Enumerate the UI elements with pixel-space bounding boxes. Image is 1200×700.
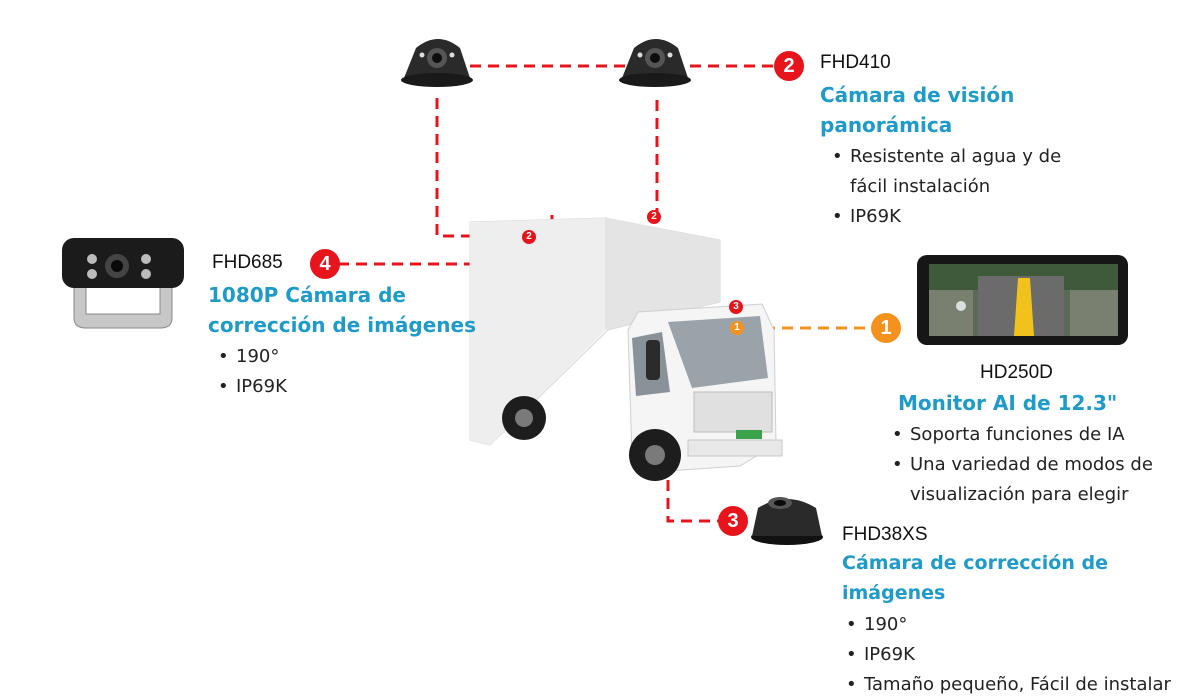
- hd250d-info: HD250D Monitor AI de 12.3" Soporta funci…: [880, 362, 1180, 510]
- fhd38xs-title: Cámara de corrección de imágenes: [842, 548, 1196, 608]
- fhd410-model: FHD410: [820, 52, 891, 73]
- fhd685-model: FHD685: [212, 252, 283, 273]
- fhd410-title: Cámara de visión panorámica: [820, 80, 1120, 140]
- feature-item: Una variedad de modos de: [888, 450, 1180, 480]
- box-truck: [469, 217, 783, 481]
- feature-item: Resistente al agua y de: [828, 142, 1120, 172]
- fhd685-camera: [62, 238, 184, 329]
- fhd410-camera-left: [401, 39, 473, 87]
- fhd685-title: 1080P Cámara de corrección de imágenes: [208, 280, 488, 340]
- fhd685-title-line-2: corrección de imágenes: [208, 313, 477, 337]
- truck-marker-3: 3: [729, 300, 743, 314]
- fhd685-info: FHD685 1080P Cámara de corrección de imá…: [208, 252, 488, 402]
- fhd38xs-features: 190° IP69K Tamaño pequeño, Fácil de inst…: [842, 610, 1196, 700]
- wire-left-camera-down: [435, 98, 522, 238]
- feature-item: Soporta funciones de IA: [888, 420, 1180, 450]
- feature-item: 190°: [842, 610, 1196, 640]
- hd250d-features: Soporta funciones de IA Una variedad de …: [888, 420, 1180, 510]
- hd250d-model: HD250D: [980, 362, 1053, 383]
- feature-item: IP69K: [828, 202, 1120, 232]
- feature-item: Tamaño pequeño, Fácil de instalar: [842, 670, 1196, 700]
- fhd38xs-title-line-1: Cámara de corrección de imágenes: [842, 552, 1108, 604]
- badge-hd250d: 1: [871, 313, 901, 343]
- truck-marker-2-right: 2: [647, 210, 661, 224]
- fhd410-title-line-1: Cámara de visión: [820, 83, 1015, 107]
- fhd410-info: FHD410 Cámara de visión panorámica Resis…: [820, 52, 1120, 232]
- feature-item: 190°: [214, 342, 488, 372]
- feature-item: visualización para elegir: [910, 484, 1129, 505]
- feature-item: IP69K: [214, 372, 488, 402]
- truck-marker-1: 1: [730, 321, 744, 335]
- badge-fhd410: 2: [774, 51, 804, 81]
- badge-fhd685: 4: [310, 249, 340, 279]
- fhd410-title-line-2: panorámica: [820, 113, 953, 137]
- hd250d-title-line-1: Monitor AI de 12.3": [898, 391, 1118, 415]
- wire-fhd38xs: [666, 318, 718, 523]
- feature-item: IP69K: [842, 640, 1196, 670]
- feature-item: fácil instalación: [850, 176, 991, 197]
- fhd685-title-line-1: 1080P Cámara de: [208, 283, 406, 307]
- hd250d-title: Monitor AI de 12.3": [898, 388, 1180, 418]
- fhd38xs-info: FHD38XS Cámara de corrección de imágenes…: [842, 524, 1196, 700]
- truck-marker-2-left: 2: [522, 230, 536, 244]
- fhd410-camera-right: [619, 39, 691, 87]
- wiring-lines: [338, 64, 870, 523]
- fhd38xs-model: FHD38XS: [842, 524, 928, 545]
- hd250d-monitor: [917, 255, 1128, 345]
- fhd38xs-camera: [751, 497, 823, 545]
- fhd685-features: 190° IP69K: [214, 342, 488, 402]
- fhd410-features: Resistente al agua y de fácil instalació…: [828, 142, 1120, 232]
- badge-fhd38xs: 3: [718, 506, 748, 536]
